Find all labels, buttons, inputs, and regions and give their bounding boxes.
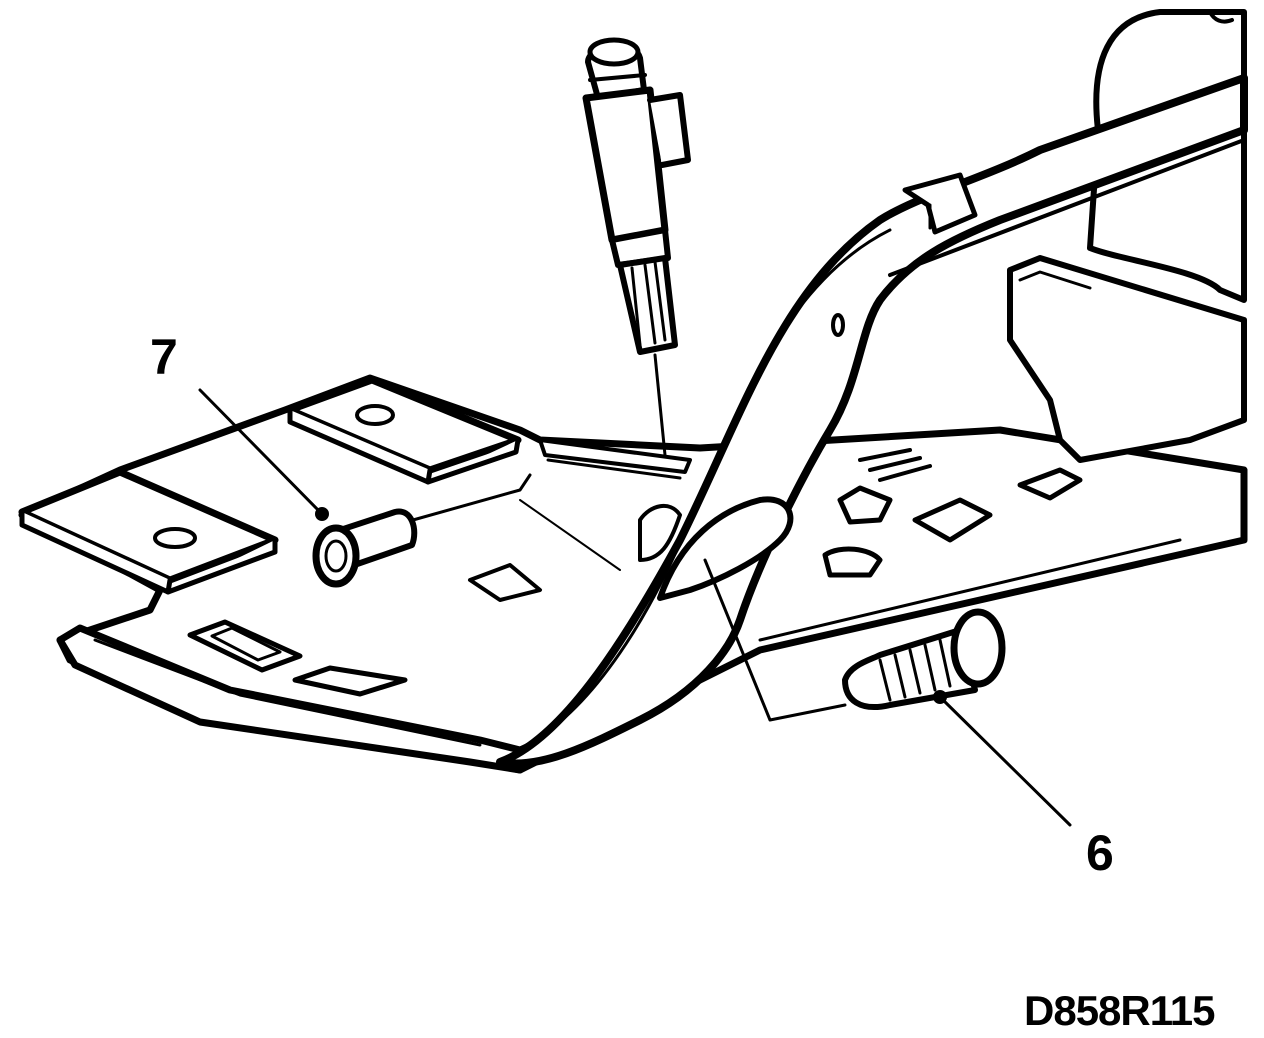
rivet-7 (312, 508, 418, 588)
assembly-lines (411, 353, 847, 722)
leader-lines (198, 388, 1072, 827)
connector-plug (582, 37, 691, 355)
right-well (822, 255, 1247, 578)
callout-label-7: 7 (150, 329, 178, 385)
lever-arm (496, 74, 1248, 768)
arm-clip (902, 172, 978, 235)
figure-code: D858R115 (1024, 987, 1215, 1034)
screw-6 (842, 608, 1006, 710)
middle-mounting-tab (286, 376, 522, 485)
callout-label-6: 6 (1086, 825, 1114, 881)
base-slots (187, 438, 692, 697)
left-mounting-tab (18, 468, 279, 595)
